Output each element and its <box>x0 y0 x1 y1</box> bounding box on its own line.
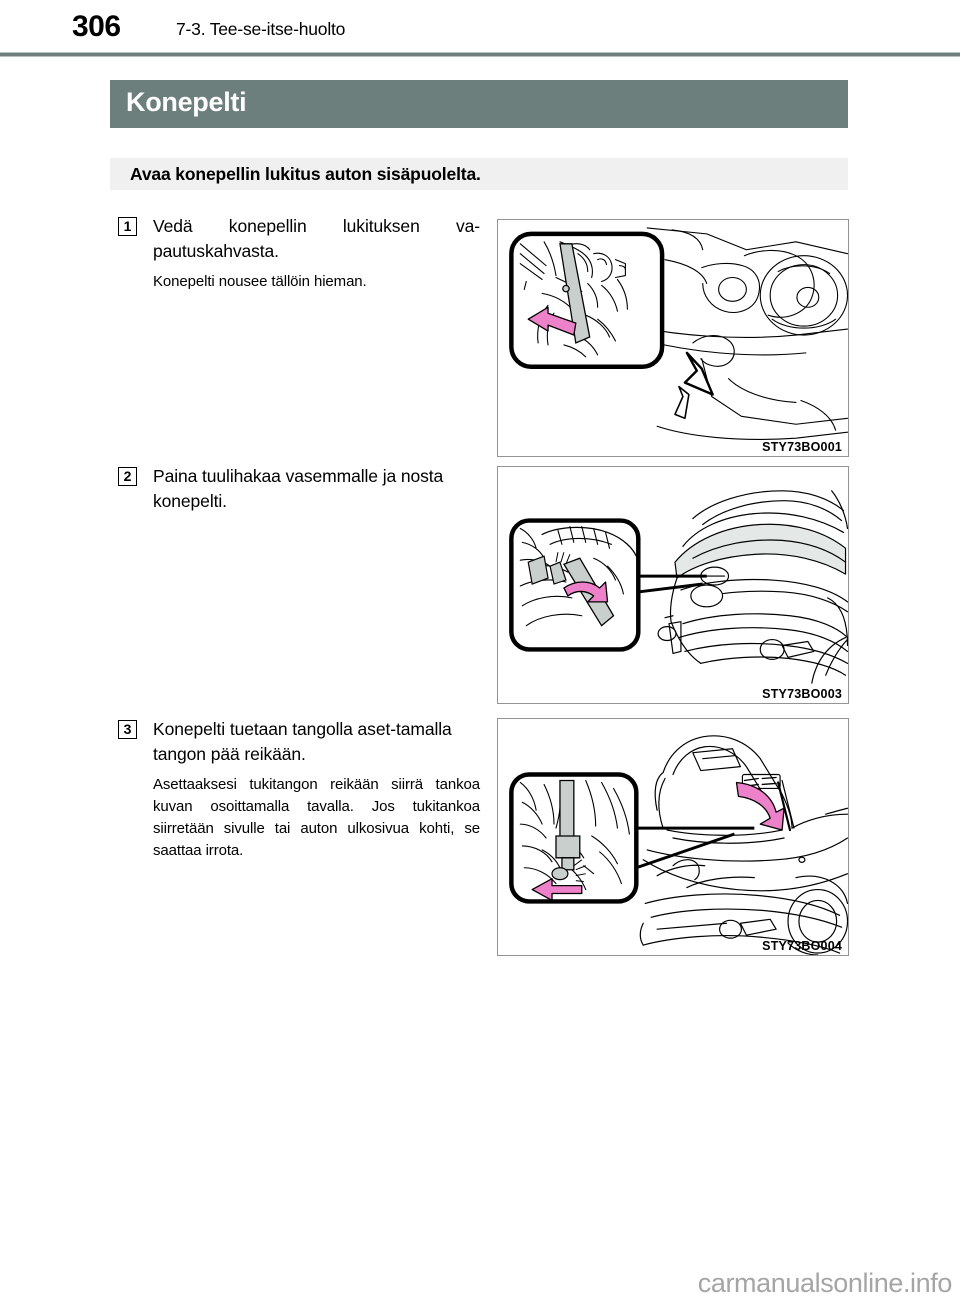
chapter-subtitle-band: Avaa konepellin lukitus auton sisäpuolel… <box>110 158 848 190</box>
pink-arrow-icon <box>563 581 609 603</box>
header-divider <box>0 52 960 57</box>
pink-arrow-icon <box>735 781 785 831</box>
step-2-marker: 2 <box>118 467 137 486</box>
figure-hood-latch-and-front-of-car: STY73BO003 <box>497 466 849 704</box>
figure-hood-support-rod: STY73BO004 <box>497 718 849 956</box>
figure-1-label: STY73BO001 <box>762 440 842 454</box>
pink-arrow-icon <box>531 878 583 902</box>
step-3-marker: 3 <box>118 720 137 739</box>
step-3-text-block: 3 Konepelti tuetaan tangolla aset-tamall… <box>118 717 480 862</box>
figure-engine-hood-release-lever: STY73BO001 <box>497 219 849 457</box>
step-2-heading: Paina tuulihakaa vasemmalle ja nosta kon… <box>153 466 444 511</box>
section-title: 7-3. Tee-se-itse-huolto <box>176 19 346 39</box>
chapter-subtitle: Avaa konepellin lukitus auton sisäpuolel… <box>130 164 481 184</box>
chapter-title-band: Konepelti <box>110 80 848 128</box>
chapter-title: Konepelti <box>126 87 247 117</box>
step-3-heading: Konepelti tuetaan tangolla aset-tamalla … <box>153 719 452 764</box>
pink-arrow-icon <box>527 306 577 336</box>
step-1-body: Konepelti nousee tällöin hieman. <box>153 273 367 290</box>
step-1-marker: 1 <box>118 217 137 236</box>
step-2-text-block: 2 Paina tuulihakaa vasemmalle ja nosta k… <box>118 464 480 514</box>
step-1-text-block: 1 Vedä konepellin lukituksen va-pautuska… <box>118 214 480 293</box>
site-watermark: carmanualsonline.info <box>697 1268 953 1298</box>
figure-2-label: STY73BO003 <box>762 687 842 701</box>
page-header: 306 7-3. Tee-se-itse-huolto <box>0 0 960 52</box>
page-number: 306 <box>72 10 121 43</box>
step-3-body: Asettaaksesi tukitangon reikään siirrä t… <box>153 776 480 859</box>
figure-3-label: STY73BO004 <box>762 939 842 953</box>
step-1-heading: Vedä konepellin lukituksen va-pautuskahv… <box>153 216 480 261</box>
